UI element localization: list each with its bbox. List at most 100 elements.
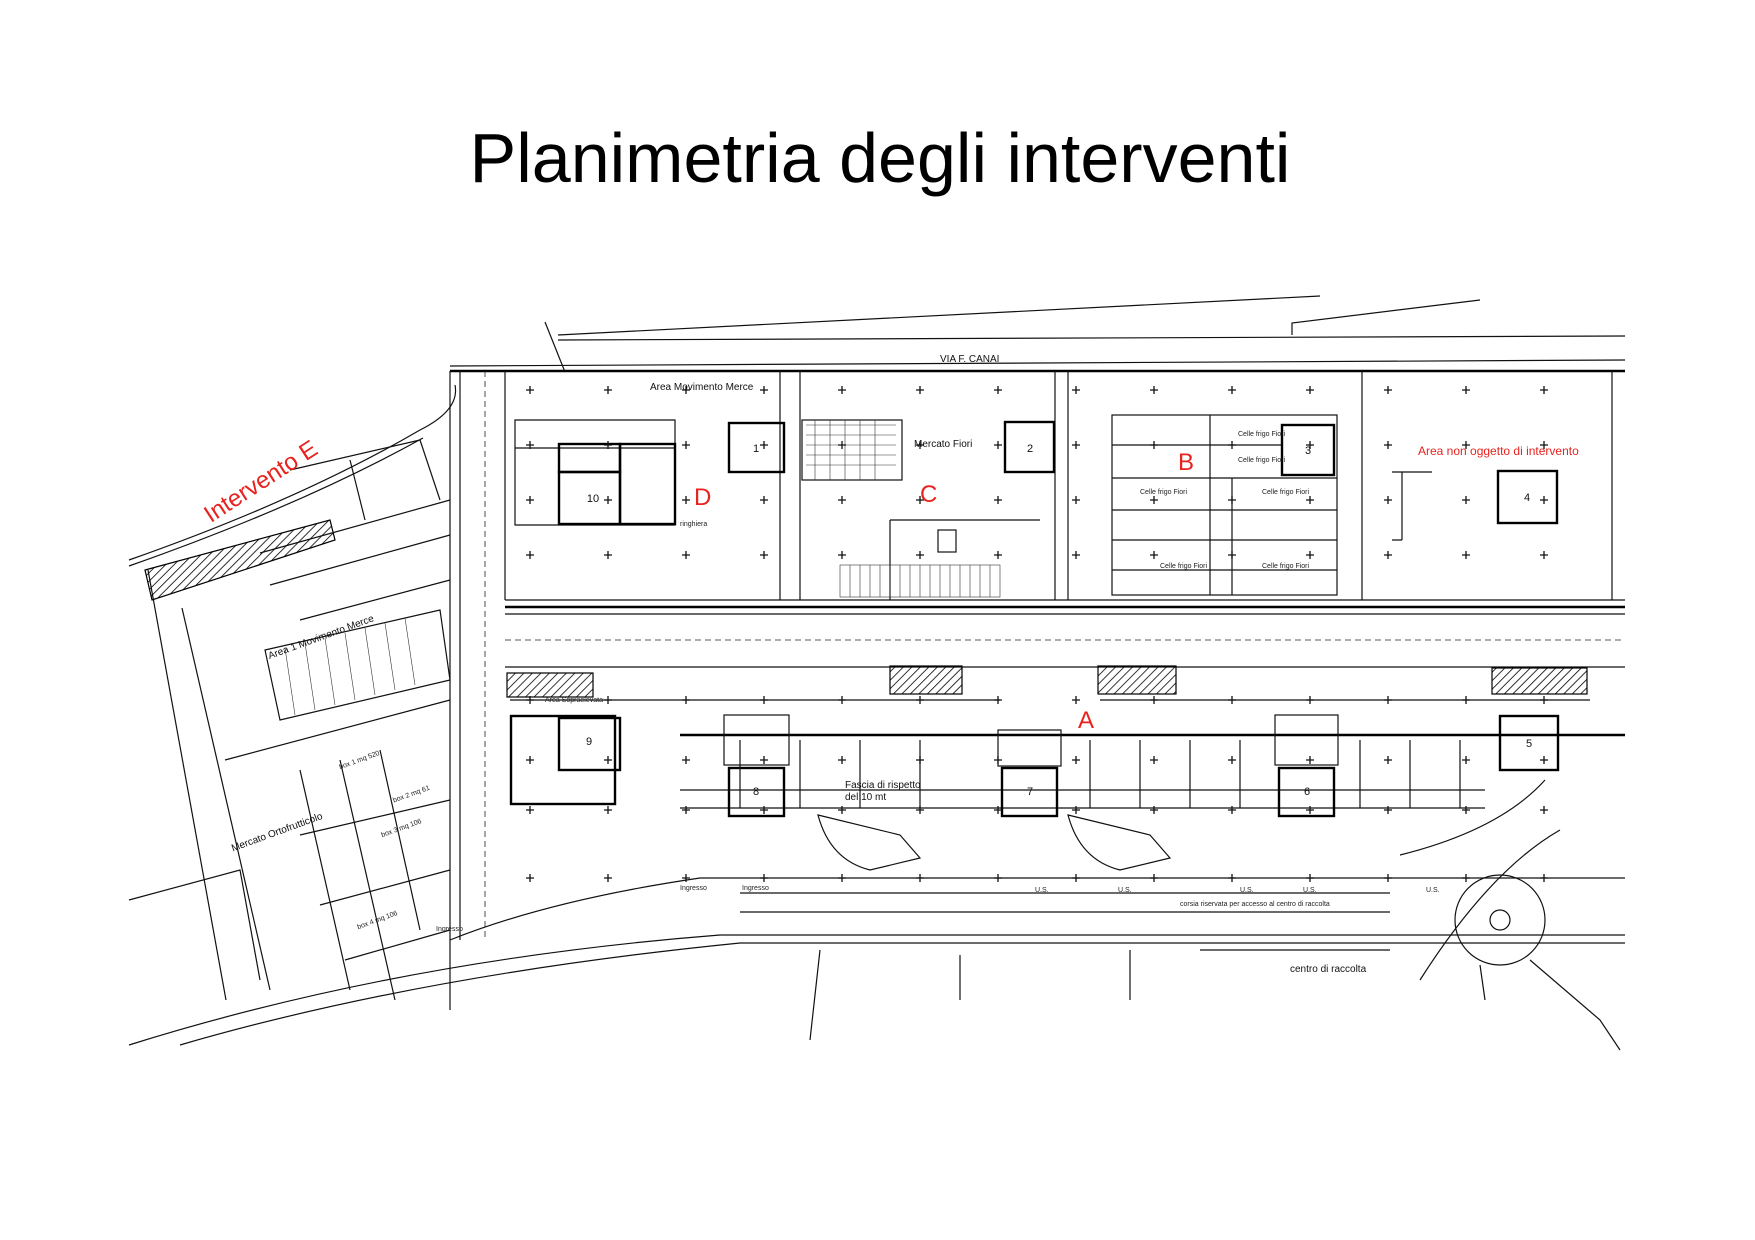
column-marker	[604, 874, 612, 882]
column-marker	[916, 551, 924, 559]
column-marker	[604, 496, 612, 504]
column-marker	[526, 496, 534, 504]
column-marker	[916, 756, 924, 764]
column-marker	[916, 696, 924, 704]
column-marker	[760, 386, 768, 394]
cold-room-label: Celle frigo Fiori	[1160, 563, 1208, 570]
reserved-lane-label: corsia riservata per accesso al centro d…	[1180, 901, 1330, 908]
building-label-3: 3	[1305, 445, 1311, 457]
column-marker	[994, 756, 1002, 764]
intervention-e-label: Intervento E	[199, 435, 322, 528]
column-marker	[1306, 386, 1314, 394]
column-marker	[682, 551, 690, 559]
entrance-label: Ingresso	[436, 926, 463, 933]
column-marker	[916, 386, 924, 394]
column-marker	[1072, 496, 1080, 504]
column-marker	[682, 756, 690, 764]
column-marker	[1072, 386, 1080, 394]
area-label-goods-movement-1: Area 1 Movimento Merce	[267, 613, 376, 662]
building-label-1: 1	[753, 443, 759, 455]
column-marker	[526, 386, 534, 394]
column-marker	[1384, 806, 1392, 814]
south-road	[128, 874, 1625, 1051]
exit-label: U.S.	[1240, 887, 1254, 894]
column-marker	[1462, 441, 1470, 449]
column-marker	[1228, 806, 1236, 814]
column-marker	[1306, 756, 1314, 764]
column-marker	[760, 496, 768, 504]
column-marker	[760, 696, 768, 704]
column-marker	[838, 756, 846, 764]
cold-room-label: Celle frigo Fiori	[1262, 489, 1310, 496]
column-marker	[526, 441, 534, 449]
column-marker	[1228, 756, 1236, 764]
column-marker	[1306, 441, 1314, 449]
column-marker	[760, 756, 768, 764]
cold-room-label: Celle frigo Fiori	[1238, 431, 1286, 438]
column-marker	[682, 496, 690, 504]
column-marker	[1306, 806, 1314, 814]
column-marker	[604, 441, 612, 449]
column-marker	[1540, 386, 1548, 394]
slide-title: Planimetria degli interventi	[470, 119, 1291, 197]
column-marker	[1384, 386, 1392, 394]
column-marker	[1228, 386, 1236, 394]
column-marker	[526, 806, 534, 814]
column-marker	[604, 386, 612, 394]
column-marker	[916, 874, 924, 882]
cold-room-label: Celle frigo Fiori	[1238, 457, 1286, 464]
column-marker	[1228, 696, 1236, 704]
column-marker	[682, 874, 690, 882]
column-marker	[1228, 496, 1236, 504]
column-marker	[994, 806, 1002, 814]
column-marker	[1540, 696, 1548, 704]
column-marker	[994, 496, 1002, 504]
column-marker	[838, 874, 846, 882]
building-label-4: 4	[1524, 492, 1530, 504]
column-marker	[1384, 441, 1392, 449]
column-marker	[1228, 441, 1236, 449]
exit-label: U.S.	[1035, 887, 1049, 894]
area-label-flower-market: Mercato Fiori	[914, 439, 972, 450]
column-marker	[1306, 696, 1314, 704]
collection-center-label: centro di raccolta	[1290, 964, 1367, 975]
column-marker	[1072, 696, 1080, 704]
site-plan: VIA F. CANAI	[128, 295, 1626, 1051]
building-3	[1280, 423, 1336, 477]
cold-room-label: Celle frigo Fiori	[1140, 489, 1188, 496]
column-marker	[994, 386, 1002, 394]
column-marker	[1384, 551, 1392, 559]
column-marker	[1072, 806, 1080, 814]
column-marker	[682, 806, 690, 814]
column-marker	[682, 696, 690, 704]
column-marker	[760, 441, 768, 449]
column-marker	[1228, 551, 1236, 559]
box-label-3: box 3 mq 106	[380, 818, 422, 839]
column-marker	[1072, 874, 1080, 882]
area-label-goods-movement: Area Movimento Merce	[650, 382, 754, 393]
box-label-4: box 4 mq 106	[356, 910, 398, 931]
structural-columns	[526, 386, 1548, 882]
internal-road	[505, 613, 1625, 668]
column-marker	[1150, 496, 1158, 504]
entrance-label: Ingresso	[680, 885, 707, 892]
column-marker	[1540, 874, 1548, 882]
street-via-canai: VIA F. CANAI	[449, 295, 1626, 373]
column-marker	[526, 696, 534, 704]
building-label-6: 6	[1304, 786, 1310, 798]
building-label-10: 10	[587, 493, 599, 505]
column-marker	[1150, 756, 1158, 764]
column-marker	[682, 441, 690, 449]
box-label-1: box 1 mq 520	[338, 750, 380, 771]
column-marker	[1150, 806, 1158, 814]
column-marker	[760, 874, 768, 882]
column-marker	[1462, 386, 1470, 394]
column-marker	[838, 441, 846, 449]
building-5	[1498, 714, 1560, 772]
cold-room-label: Celle frigo Fiori	[1262, 563, 1310, 570]
building-7	[1000, 766, 1059, 818]
column-marker	[916, 496, 924, 504]
column-marker	[1150, 386, 1158, 394]
column-marker	[838, 496, 846, 504]
